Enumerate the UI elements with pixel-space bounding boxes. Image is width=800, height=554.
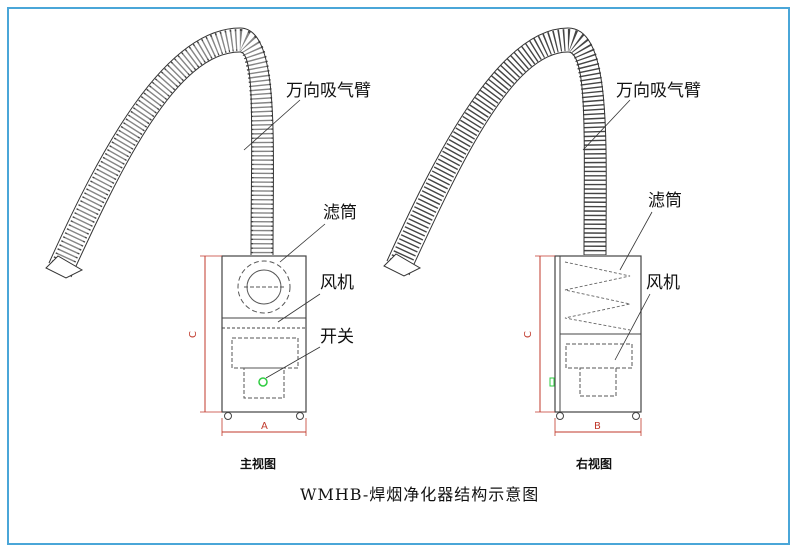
side-caption: 右视图 [575,456,612,471]
front-view: C A 万向吸气臂 滤筒 风机 开关 主视图 [45,27,371,471]
side-arm-label: 万向吸气臂 [616,81,701,101]
front-filter-label: 滤筒 [323,203,357,223]
side-view: C B 万向吸气臂 滤筒 风机 右视图 [383,27,701,471]
front-caption: 主视图 [240,456,276,471]
side-filter-pleats [564,261,631,331]
diagram-title: WMHB-焊烟净化器结构示意图 [300,485,539,504]
front-arm-label: 万向吸气臂 [286,81,371,101]
side-suction-arm [383,27,607,277]
diagram-frame [7,7,790,545]
front-leaders [243,99,326,379]
side-dim-height: C [523,331,534,338]
front-dim-width: A [261,421,268,432]
front-dimensions: C A [188,255,307,436]
side-cabinet [549,255,642,420]
front-switch-label: 开关 [320,327,354,347]
front-switch-icon [258,377,268,387]
side-fan-label: 风机 [646,273,680,293]
side-filter-label: 滤筒 [648,191,682,211]
side-dim-width: B [594,421,601,432]
front-filter-circle [237,260,291,314]
front-fan-label: 风机 [320,273,354,293]
side-dimensions: C B [523,255,642,436]
front-cabinet [221,255,307,420]
front-suction-arm [45,27,274,279]
front-dim-height: C [188,331,199,338]
side-leaders [582,99,653,361]
